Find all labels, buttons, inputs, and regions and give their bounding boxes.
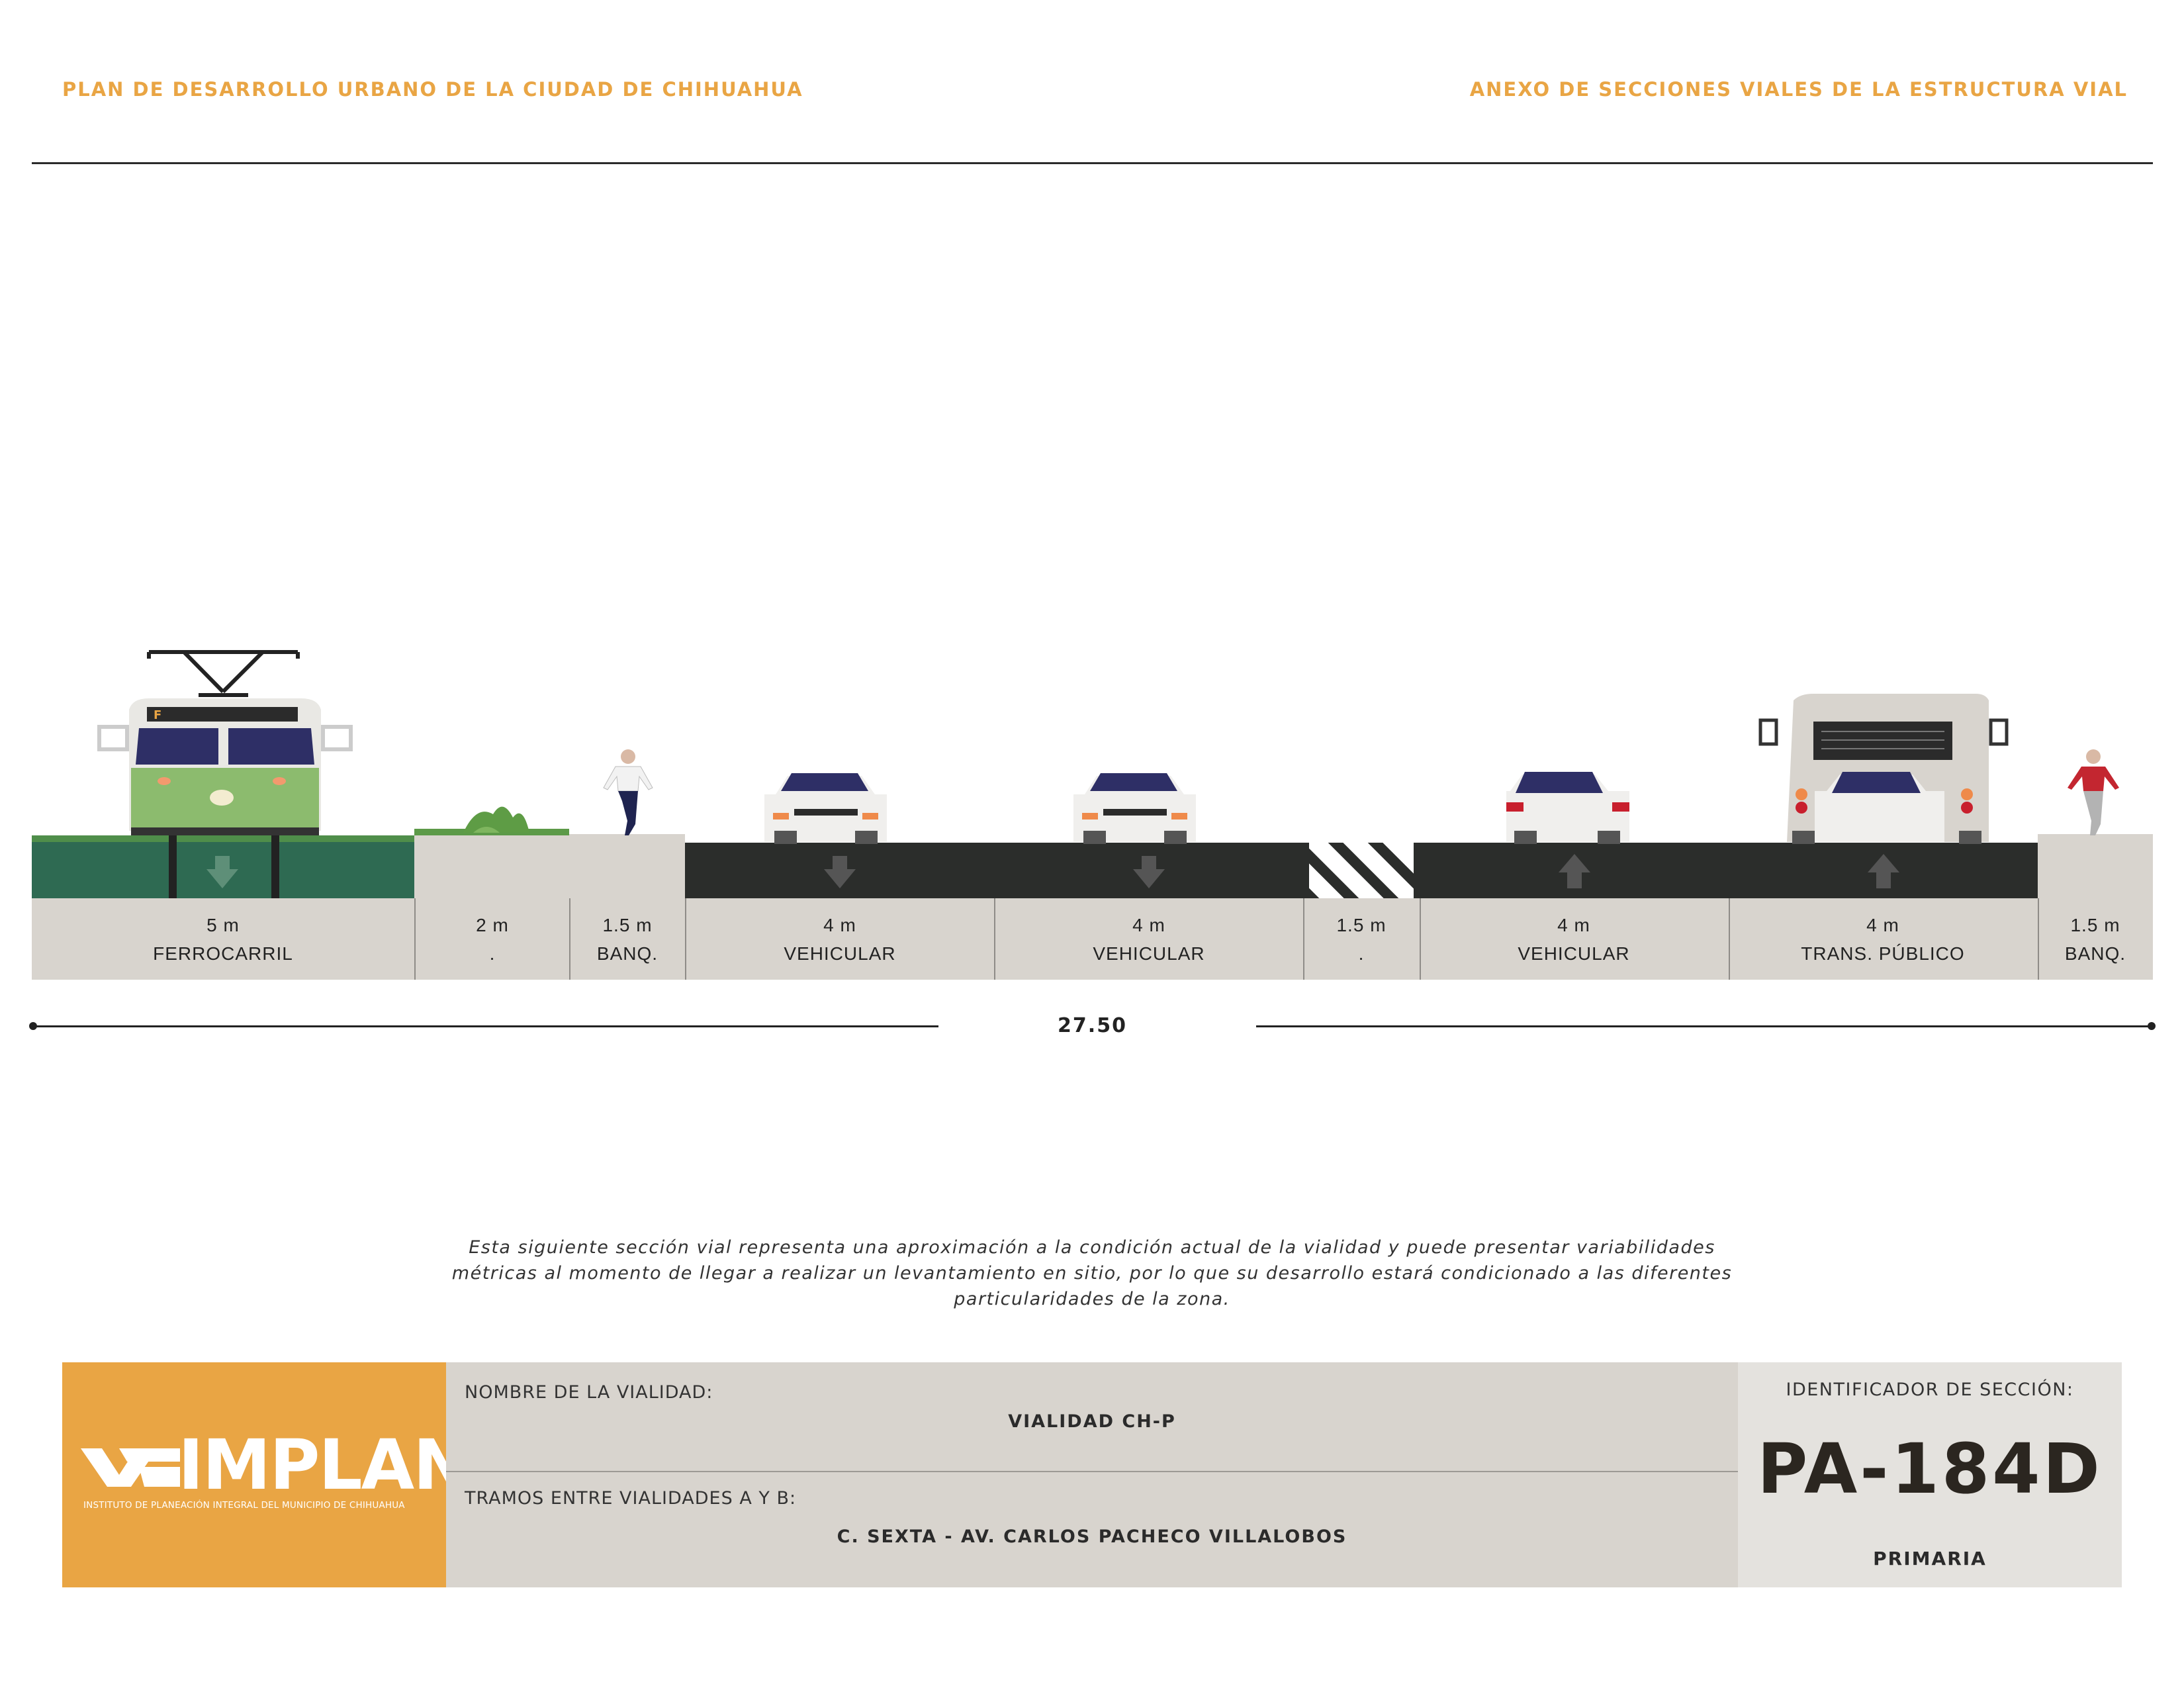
tram-icon: F	[97, 650, 353, 898]
disclaimer-note: Esta siguiente sección vial representa u…	[451, 1237, 1733, 1309]
roadway-northbound	[1420, 843, 2038, 898]
implan-logo: IMPLAN INSTITUTO DE PLANEACIÓN INTEGRAL …	[62, 1362, 471, 1587]
lane-width-label: 1.5 m	[602, 915, 652, 935]
total-width-value: 27.50	[1058, 1014, 1127, 1037]
road-name-label: NOMBRE DE LA VIALIDAD:	[465, 1382, 713, 1403]
car-icon	[764, 773, 887, 844]
implan-mark-icon	[81, 1448, 180, 1487]
annex-title: ANEXO DE SECCIONES VIALES DE LA ESTRUCTU…	[1469, 78, 2128, 101]
lane-width-label: 4 m	[1557, 915, 1590, 935]
arrow-down-icon	[206, 856, 238, 888]
arrow-up-icon	[1868, 854, 1899, 888]
total-width-dimension: 27.50	[29, 1013, 2156, 1039]
segment-value: C. SEXTA - AV. CARLOS PACHECO VILLALOBOS	[837, 1526, 1347, 1547]
lane-name-label: VEHICULAR	[1518, 943, 1629, 964]
section-id-label: IDENTIFICADOR DE SECCIÓN:	[1786, 1380, 2074, 1400]
lane-width-label: 2 m	[476, 915, 509, 935]
road-cross-section: F	[32, 650, 2153, 980]
section-id-panel: IDENTIFICADOR DE SECCIÓN: PA-184D PRIMAR…	[1738, 1362, 2122, 1587]
dimension-endpoint	[2148, 1022, 2156, 1030]
road-name-value: VIALIDAD CH-P	[1008, 1411, 1176, 1432]
label-band	[32, 898, 2153, 980]
lane-width-label: 5 m	[206, 915, 240, 935]
arrow-down-icon	[824, 856, 856, 888]
lane-width-label: 1.5 m	[1336, 915, 1386, 935]
lane-width-label: 4 m	[823, 915, 856, 935]
lane-name-label: .	[1359, 943, 1365, 964]
pedestrian-icon	[2068, 749, 2119, 835]
segment-label: TRAMOS ENTRE VIALIDADES A Y B:	[465, 1488, 797, 1509]
roadway-southbound	[685, 843, 1303, 898]
road-classification: PRIMARIA	[1873, 1548, 1987, 1570]
median-edge-right	[1414, 843, 1420, 898]
plant-icon	[463, 806, 529, 833]
bus-icon	[1758, 694, 2009, 844]
lane-labels: 5 m FERROCARRIL 2 m . 1.5 m BANQ. 4 m VE…	[153, 915, 2126, 964]
rail-grass	[32, 835, 414, 842]
logo-wordmark: IMPLAN	[178, 1425, 471, 1505]
title-block: IMPLAN INSTITUTO DE PLANEACIÓN INTEGRAL …	[62, 1362, 2122, 1587]
dimension-line-right	[1256, 1025, 2153, 1027]
road-info-panel: NOMBRE DE LA VIALIDAD: VIALIDAD CH-P TRA…	[446, 1362, 1738, 1587]
lane-name-label: TRANS. PÚBLICO	[1801, 943, 1964, 964]
lane-name-label: VEHICULAR	[784, 943, 895, 964]
document-title: PLAN DE DESARROLLO URBANO DE LA CIUDAD D…	[62, 78, 803, 101]
arrow-up-icon	[1559, 854, 1590, 888]
train-sign: F	[154, 708, 161, 722]
lane-width-label: 1.5 m	[2070, 915, 2120, 935]
section-id-code: PA-184D	[1757, 1429, 2103, 1509]
lane-name-label: .	[490, 943, 496, 964]
lane-width-label: 4 m	[1132, 915, 1165, 935]
header-divider	[32, 162, 2153, 164]
right-sidewalk	[2038, 834, 2153, 898]
logo-subtitle: INSTITUTO DE PLANEACIÓN INTEGRAL DEL MUN…	[83, 1500, 405, 1511]
info-divider	[446, 1471, 1738, 1472]
pedestrian-icon	[603, 749, 653, 835]
lane-name-label: BANQ.	[597, 943, 658, 964]
car-icon	[1506, 772, 1629, 844]
label-separators	[414, 898, 2039, 980]
lane-name-label: FERROCARRIL	[153, 943, 293, 964]
dimension-line-left	[32, 1025, 938, 1027]
arrow-down-icon	[1133, 856, 1165, 888]
lane-width-label: 4 m	[1866, 915, 1899, 935]
lane-name-label: BANQ.	[2065, 943, 2126, 964]
median-hatch	[1309, 843, 1414, 898]
planter-sidewalk-block	[414, 834, 685, 898]
lane-name-label: VEHICULAR	[1093, 943, 1205, 964]
median-edge-left	[1303, 843, 1309, 898]
car-icon	[1073, 773, 1196, 844]
